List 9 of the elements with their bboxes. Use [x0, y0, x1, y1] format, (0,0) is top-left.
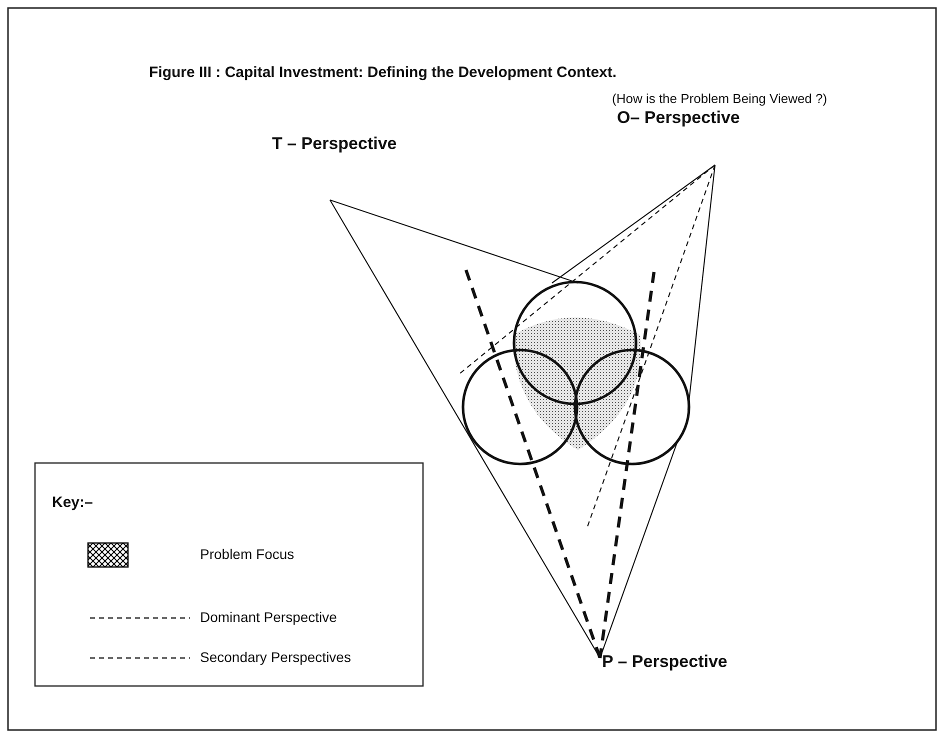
key-heading: Key:–: [52, 494, 93, 511]
perspective-label: O– Perspective: [617, 108, 740, 128]
legend-label: Secondary Perspectives: [200, 649, 351, 665]
figure-title: Figure III : Capital Investment: Defining the Development Context.: [149, 64, 617, 81]
subtitle: (How is the Problem Being Viewed ?): [612, 91, 828, 106]
perspective-label: P – Perspective: [602, 652, 728, 672]
legend-label: Dominant Perspective: [200, 609, 337, 625]
legend-label: Problem Focus: [200, 546, 294, 562]
perspective-label: T – Perspective: [272, 134, 397, 154]
